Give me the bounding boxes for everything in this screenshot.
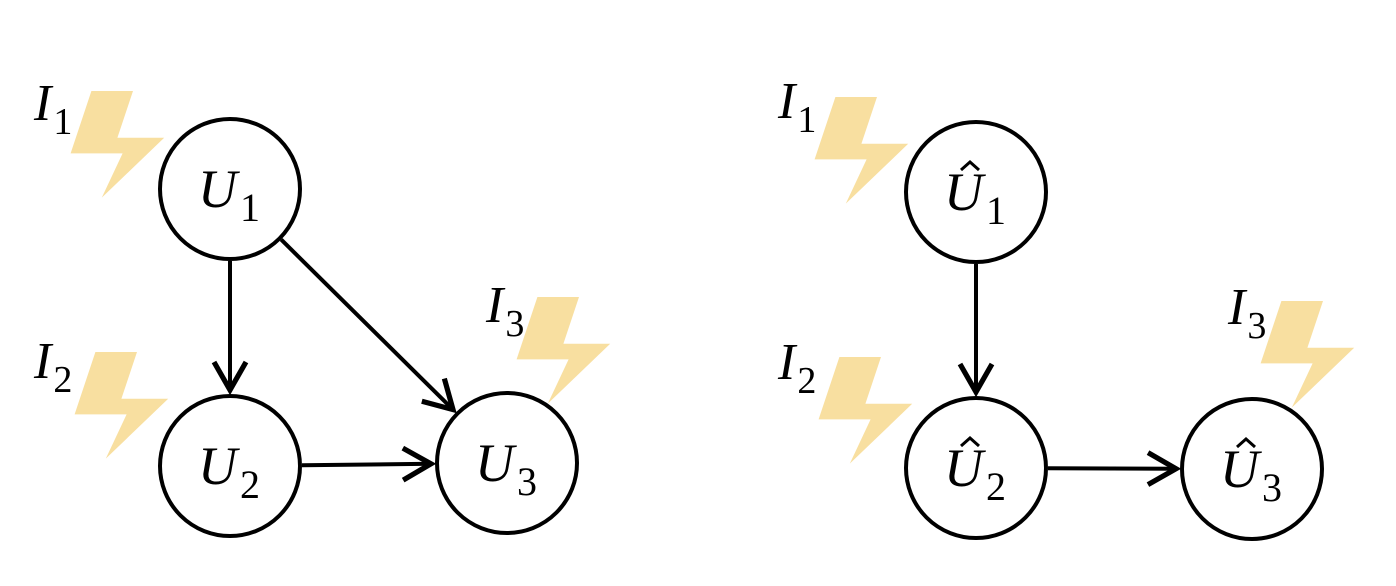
hat-accent-mark — [1236, 436, 1256, 449]
node-label-u2: U2 — [198, 436, 260, 507]
node-u3 — [435, 391, 579, 535]
hat-accent-mark — [960, 159, 980, 172]
node-label-u2: U2 — [944, 438, 1006, 509]
hat-accent-mark — [960, 435, 980, 448]
lightning-bolt-icon — [74, 352, 169, 459]
edge-u2-to-u3 — [301, 445, 437, 483]
node-u1 — [158, 117, 302, 261]
intervention-label-i2: I2 — [777, 334, 816, 402]
lightning-bolt-icon — [814, 97, 909, 204]
node-u2 — [158, 394, 302, 538]
intervention-label-i2: I2 — [33, 333, 72, 401]
node-label-u3: U3 — [1220, 439, 1282, 510]
intervention-label-i1: I1 — [777, 73, 816, 141]
node-u3-hat — [1180, 397, 1324, 541]
lightning-bolt-icon — [70, 91, 165, 198]
node-label-u3: U3 — [475, 433, 537, 504]
lightning-bolt-icon — [818, 357, 913, 464]
lightning-bolt-icon — [1260, 301, 1355, 408]
intervention-label-i1: I1 — [33, 75, 72, 143]
lightning-bolt-icon — [516, 297, 611, 404]
node-label-u1: U1 — [198, 159, 260, 230]
edge-u1-to-u3 — [279, 238, 457, 414]
node-u2-hat — [904, 396, 1048, 540]
intervention-label-i3: I3 — [485, 277, 524, 345]
intervention-label-i3: I3 — [1227, 279, 1266, 347]
node-u1-hat — [904, 120, 1048, 264]
node-label-u1: U1 — [944, 162, 1006, 233]
